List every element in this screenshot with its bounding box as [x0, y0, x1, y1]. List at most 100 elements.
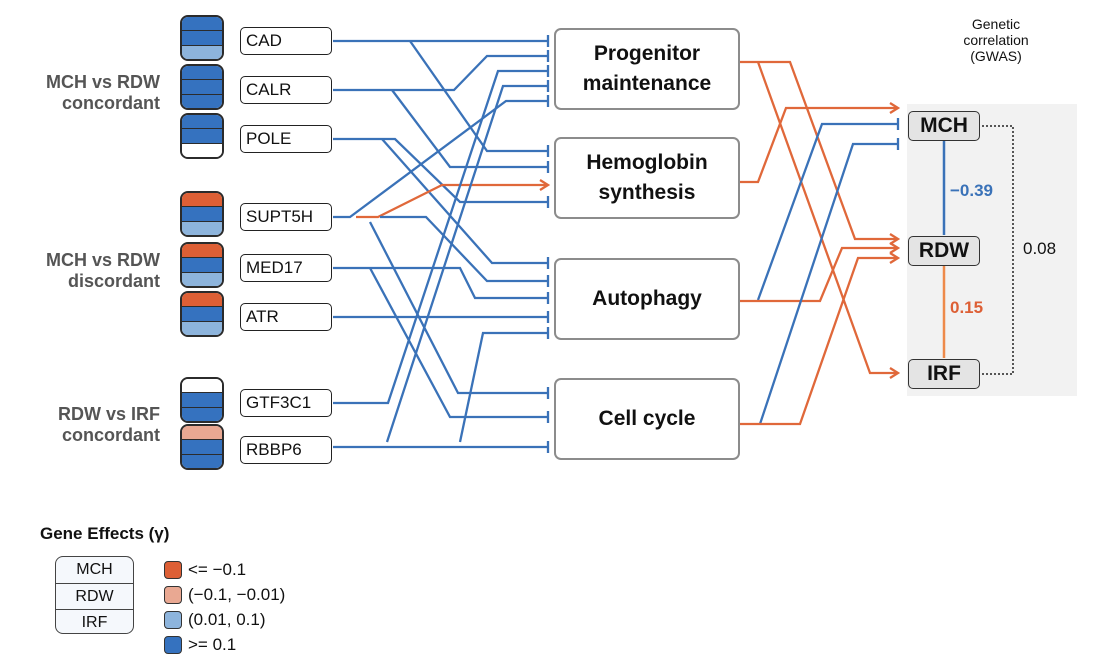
edge-calr-to-hemoglobin-synthesis	[391, 89, 550, 173]
edge-line	[458, 331, 548, 443]
effect-cell-mch	[182, 66, 222, 81]
legend-item-strong-neg: <= −0.1	[164, 560, 246, 580]
edge-pole-to-autophagy	[381, 138, 550, 269]
mch-rdw-correlation-value: −0.39	[950, 181, 994, 200]
gene-gtf3c1[interactable]: GTF3C1	[240, 389, 332, 417]
gwas-title-line: (GWAS)	[970, 48, 1022, 64]
gene-pole[interactable]: POLE	[240, 125, 332, 153]
rdw-irf-correlation-value: 0.15	[950, 298, 984, 317]
group-label-line: discordant	[67, 271, 160, 291]
gene-effect-stack-gtf3c1	[180, 377, 224, 423]
gene-supt5h[interactable]: SUPT5H	[240, 203, 332, 231]
group-label-line: concordant	[61, 425, 160, 445]
gene-effect-stack-supt5h	[180, 191, 224, 237]
legend-swatch	[164, 561, 182, 579]
legend-label: <= −0.1	[188, 560, 247, 579]
trait-rdw[interactable]: RDW	[908, 236, 980, 266]
effect-cell-rdw	[182, 80, 222, 95]
effect-cell-mch	[182, 115, 222, 130]
process-progenitor-maintenance[interactable]: Progenitor maintenance	[554, 28, 740, 110]
edge-atr-to-autophagy	[333, 311, 550, 323]
gene-calr[interactable]: CALR	[240, 76, 332, 104]
process-label: Cell cycle	[598, 407, 696, 430]
edge-autophagy-to-rdw	[740, 242, 901, 303]
edge-supt5h-to-cell-cycle	[368, 221, 550, 399]
effect-cell-irf	[182, 407, 222, 421]
process-hemoglobin-synthesis[interactable]: Hemoglobin synthesis	[554, 137, 740, 219]
edge-line	[740, 106, 898, 184]
effect-cell-irf	[182, 221, 222, 235]
edge-line	[385, 84, 548, 443]
edge-cad-to-hemoglobin-synthesis	[409, 40, 550, 157]
process-label: Autophagy	[592, 287, 702, 310]
effect-cell-rdw	[182, 258, 222, 273]
process-label: Hemoglobin	[586, 151, 708, 174]
gene-atr[interactable]: ATR	[240, 303, 332, 331]
arrowhead-icon	[889, 367, 901, 379]
edge-line	[409, 40, 548, 153]
arrowhead-icon	[889, 252, 901, 264]
gene-effect-stack-atr	[180, 291, 224, 337]
edge-progenitor-maintenance-to-irf	[756, 61, 901, 379]
edge-line	[391, 89, 548, 169]
gene-effect-stack-pole	[180, 113, 224, 159]
gene-med17[interactable]: MED17	[240, 254, 332, 282]
effect-cell-irf	[182, 272, 222, 286]
edge-cad-to-progenitor-maintenance	[333, 35, 550, 47]
legend-label: >= 0.1	[188, 635, 237, 654]
process-cell-cycle[interactable]: Cell cycle	[554, 378, 740, 460]
edge-supt5h-to-progenitor-maintenance	[333, 95, 550, 219]
effect-cell-mch	[182, 244, 222, 259]
effect-cell-mch	[182, 293, 222, 308]
arrowhead-icon	[889, 233, 901, 245]
gene-effect-stack-rbbp6	[180, 424, 224, 470]
group-label-line: concordant	[61, 93, 160, 113]
process-label: Progenitor	[593, 42, 701, 65]
effect-cell-rdw	[182, 31, 222, 46]
edge-cell-cycle-to-rdw	[740, 252, 901, 426]
gene-rbbp6[interactable]: RBBP6	[240, 436, 332, 464]
gene-effect-stack-med17	[180, 242, 224, 288]
edge-hemoglobin-synthesis-to-mch	[740, 102, 901, 184]
group-label-line: RDW vs IRF	[57, 404, 160, 424]
arrowhead-icon	[889, 242, 901, 254]
edge-line	[758, 142, 898, 425]
legend-item-weak-pos: (0.01, 0.1)	[164, 610, 266, 630]
edge-line	[333, 137, 548, 204]
legend-label: (0.01, 0.1)	[188, 610, 266, 629]
process-label: synthesis	[598, 181, 696, 204]
legend-item-strong-pos: >= 0.1	[164, 635, 236, 655]
legend-title: Gene Effects (γ)	[40, 524, 170, 543]
edge-rbbp6-to-progenitor-maintenance	[385, 80, 550, 443]
trait-mch[interactable]: MCH	[908, 111, 980, 141]
mch-irf-correlation-value: 0.08	[1023, 239, 1057, 258]
effect-cell-irf	[182, 45, 222, 59]
process-label: maintenance	[582, 72, 712, 95]
effect-cell-irf	[182, 321, 222, 335]
edge-line	[333, 99, 548, 219]
gwas-title: Genetic correlation (GWAS)	[940, 16, 1052, 64]
edge-cell-cycle-to-mch	[758, 138, 900, 425]
gene-effect-stack-cad	[180, 15, 224, 61]
edge-line	[333, 266, 548, 300]
gene-cad[interactable]: CAD	[240, 27, 332, 55]
effect-cell-rdw	[182, 129, 222, 144]
edge-line	[740, 60, 898, 241]
edge-line	[380, 215, 548, 283]
group-label-mch-rdw-discordant: MCH vs RDW discordant	[0, 250, 160, 292]
edge-line	[381, 138, 548, 265]
legend-stack-row: MCH	[56, 557, 133, 584]
legend-swatch	[164, 586, 182, 604]
edge-calr-to-progenitor-maintenance	[333, 50, 550, 92]
edge-line	[333, 54, 548, 92]
process-autophagy[interactable]: Autophagy	[554, 258, 740, 340]
effect-cell-rdw	[182, 440, 222, 455]
gwas-title-line: correlation	[963, 32, 1029, 48]
legend-stack-row: IRF	[81, 614, 108, 631]
edge-med17-to-autophagy	[333, 266, 550, 304]
arrowhead-icon	[539, 179, 551, 191]
edge-autophagy-to-mch	[756, 118, 900, 301]
legend-trait-stack: MCH RDW IRF	[55, 556, 134, 634]
trait-irf[interactable]: IRF	[908, 359, 980, 389]
